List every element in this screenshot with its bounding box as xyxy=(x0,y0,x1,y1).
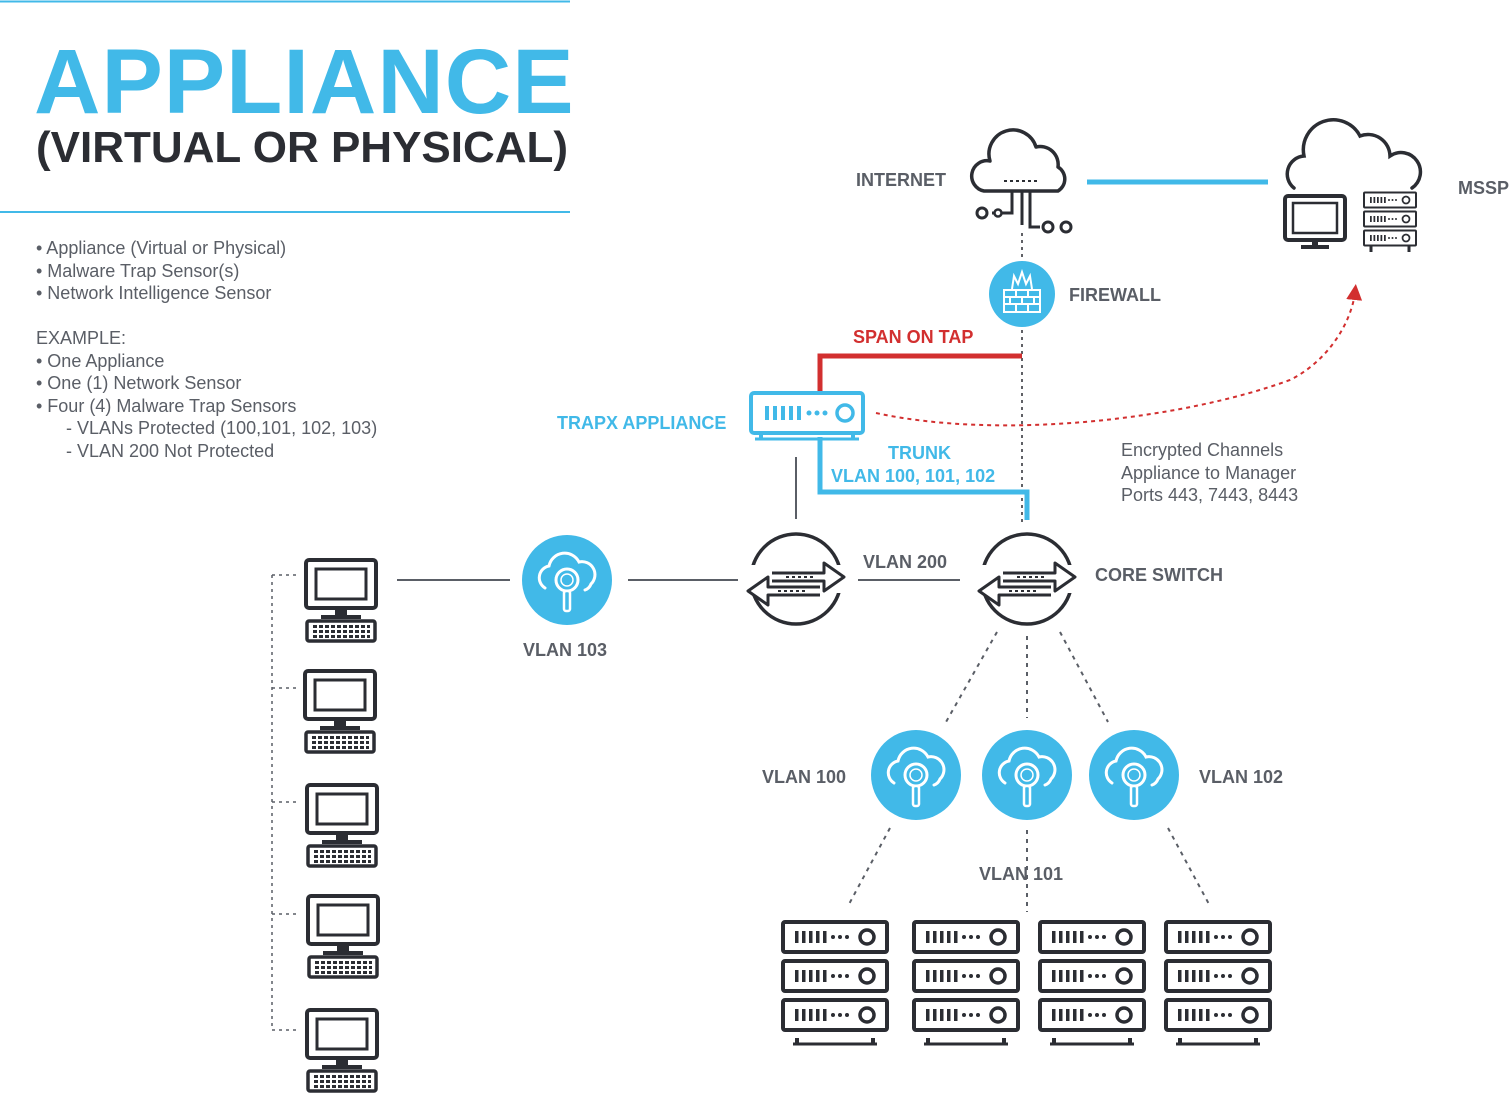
vlan-103-label: VLAN 103 xyxy=(523,640,608,660)
vlan-100-label: VLAN 100 xyxy=(762,767,847,787)
components-list: • Appliance (Virtual or Physical) • Malw… xyxy=(36,237,377,462)
server-rack-icon xyxy=(783,922,887,1045)
list-subitem: - VLANs Protected (100,101, 102, 103) xyxy=(66,418,378,438)
core-switch-label: CORE SWITCH xyxy=(1095,565,1223,585)
trap-sensor-icon xyxy=(980,728,1074,822)
server-rack-icon xyxy=(914,922,1018,1045)
span-on-tap-line xyxy=(817,353,1022,397)
computer-icon xyxy=(304,558,378,643)
cloud-network-icon xyxy=(970,128,1073,234)
firewall-label: FIREWALL xyxy=(1069,285,1161,305)
trap-sensor-icon xyxy=(520,533,614,627)
note-line: Ports 443, 7443, 8443 xyxy=(1121,485,1299,505)
appliance-icon xyxy=(749,391,865,441)
connections xyxy=(271,179,1363,1031)
switch-icon xyxy=(739,532,853,626)
server-rack-icon xyxy=(1040,922,1144,1045)
computer-icon xyxy=(305,783,379,868)
monitor-icon xyxy=(1283,194,1347,249)
note-line: Appliance to Manager xyxy=(1121,462,1297,483)
computer-icon xyxy=(306,894,380,979)
trunk-line xyxy=(817,437,1030,520)
vlan-200-label: VLAN 200 xyxy=(863,552,948,572)
server-rack-icon xyxy=(1363,191,1417,252)
note-line: Encrypted Channels xyxy=(1121,440,1284,460)
example-heading: EXAMPLE: xyxy=(36,328,127,348)
encrypted-channel-note: Encrypted Channels Appliance to Manager … xyxy=(1121,439,1298,507)
computer-bus xyxy=(271,574,298,1031)
page-subtitle: (VIRTUAL OR PHYSICAL) xyxy=(36,123,569,172)
trap-sensor-icon xyxy=(869,728,963,822)
page-title: APPLIANCE xyxy=(34,31,575,133)
trap-sensor-icon xyxy=(1087,728,1181,822)
list-item: • Malware Trap Sensor(s) xyxy=(36,260,240,281)
vlan-101-label: VLAN 101 xyxy=(979,864,1064,884)
server-rack-icon xyxy=(1166,922,1270,1045)
list-item: • Appliance (Virtual or Physical) xyxy=(36,238,287,258)
firewall-icon xyxy=(989,261,1055,327)
core-switch-icon xyxy=(970,532,1084,626)
sensors-to-servers xyxy=(847,827,1211,912)
vlan-102-label: VLAN 102 xyxy=(1199,767,1284,787)
trapx-appliance-label: TRAPX APPLIANCE xyxy=(557,413,727,433)
list-item: • One (1) Network Sensor xyxy=(36,373,242,393)
encrypted-channel-arrow xyxy=(875,284,1363,427)
core-to-sensors xyxy=(945,631,1109,723)
trunk-vlans-label: VLAN 100, 101, 102 xyxy=(831,466,996,486)
span-on-tap-label: SPAN ON TAP xyxy=(853,327,974,347)
list-item: • Network Intelligence Sensor xyxy=(36,283,272,303)
cloud-icon xyxy=(1285,118,1423,190)
mssp-label: MSSP xyxy=(1458,178,1509,198)
trunk-label: TRUNK xyxy=(888,443,951,463)
internet-label: INTERNET xyxy=(856,170,946,190)
list-subitem: - VLAN 200 Not Protected xyxy=(66,440,275,461)
computer-icon xyxy=(305,1008,379,1093)
computer-icon xyxy=(303,669,377,754)
list-item: • One Appliance xyxy=(36,350,165,371)
list-item: • Four (4) Malware Trap Sensors xyxy=(36,395,297,416)
